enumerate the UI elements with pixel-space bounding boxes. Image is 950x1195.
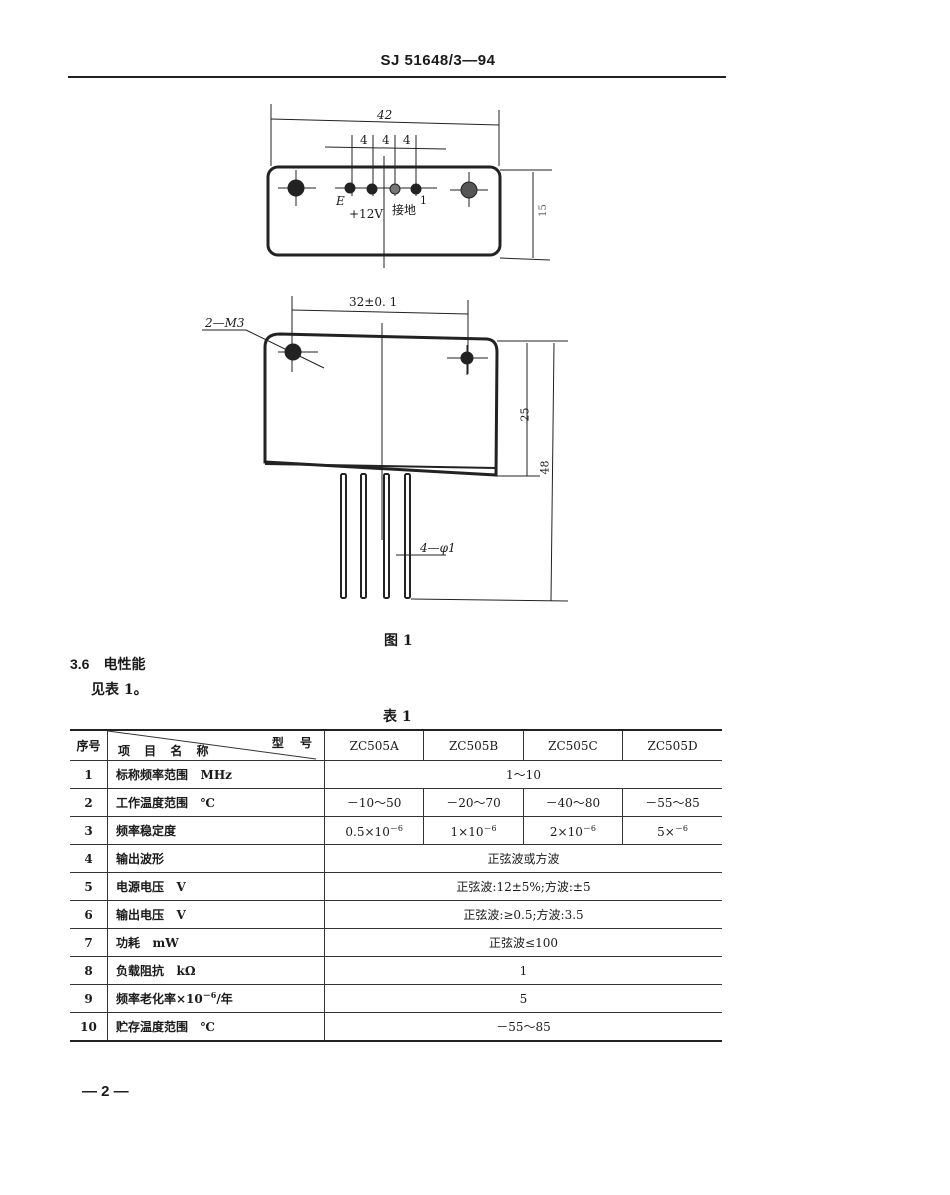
row-item: 工作温度范围 ℃	[107, 788, 325, 817]
header-rule	[68, 76, 726, 78]
figure-1-drawing	[202, 104, 569, 602]
row-no: 9	[70, 984, 108, 1013]
header-model-b: ZC505B	[423, 729, 524, 761]
pin-label-plus12v: +12V	[349, 207, 383, 221]
table-row: 1 标称频率范围 MHz 1～10	[70, 760, 722, 789]
table-row: 6 输出电压 V 正弦波:≥0.5;方波:3.5	[70, 900, 722, 929]
table-caption: 表 1	[383, 709, 412, 725]
table-header-row: 序号 型 号 项 目 名 称 ZC505A ZC505B ZC505C ZC50…	[70, 729, 722, 761]
row-value-span: 正弦波或方波	[324, 844, 722, 873]
dim-body-height-25: 25	[518, 407, 532, 422]
row-value-span: 1～10	[324, 760, 722, 789]
row-no: 3	[70, 816, 108, 845]
figure-caption: 图 1	[384, 633, 413, 649]
section-heading: 3.6 电性能	[70, 654, 145, 674]
row-value-d: 5×－6	[622, 816, 722, 845]
section-number: 3.6	[70, 656, 90, 672]
dim-pitch-3: 4	[403, 133, 411, 147]
header-item-type-diagonal: 型 号 项 目 名 称	[107, 729, 325, 761]
table-row: 9 频率老化率×10－6/年 5	[70, 984, 722, 1013]
item-prefix: 频率老化率×10	[116, 992, 203, 1006]
row-value-a: 0.5×10－6	[324, 816, 425, 845]
pin-label-ground: 接地	[392, 203, 417, 217]
row-no: 7	[70, 928, 108, 957]
row-value-span: 1	[324, 956, 722, 985]
row-value-c: 2×10－6	[523, 816, 624, 845]
value-base: 0.5×10	[345, 824, 390, 839]
row-value-a: －10～50	[324, 788, 425, 817]
pin-label-e: E	[336, 194, 345, 208]
header-model-a: ZC505A	[324, 729, 425, 761]
row-no: 1	[70, 760, 108, 789]
row-no: 5	[70, 872, 108, 901]
header-no: 序号	[70, 729, 108, 761]
row-no: 2	[70, 788, 108, 817]
spec-table: 序号 型 号 项 目 名 称 ZC505A ZC505B ZC505C ZC50…	[70, 729, 722, 1042]
row-value-b: －20～70	[423, 788, 524, 817]
table-row: 3 频率稳定度 0.5×10－6 1×10－6 2×10－6 5×－6	[70, 816, 722, 845]
hole-label-m3: 2—M3	[205, 316, 245, 330]
table-row: 4 输出波形 正弦波或方波	[70, 844, 722, 873]
dim-pitch-2: 4	[382, 133, 390, 147]
dim-total-height-48: 48	[538, 460, 552, 475]
value-exponent: －6	[483, 823, 497, 833]
value-exponent: －6	[582, 823, 596, 833]
row-item: 负载阻抗 kΩ	[107, 956, 325, 985]
dim-pin-diameter: 4—φ1	[420, 541, 456, 555]
row-value-span: 正弦波:12±5%;方波:±5	[324, 872, 722, 901]
value-exponent: －6	[389, 823, 403, 833]
dim-width-42: 42	[377, 108, 393, 122]
table-row: 7 功耗 mW 正弦波≤100	[70, 928, 722, 957]
row-value-c: －40～80	[523, 788, 624, 817]
value-base: 5×	[657, 824, 675, 839]
header-model-c: ZC505C	[523, 729, 624, 761]
standard-code-header: SJ 51648/3—94	[0, 52, 950, 69]
row-item: 频率老化率×10－6/年	[107, 984, 325, 1013]
row-value-span: 正弦波:≥0.5;方波:3.5	[324, 900, 722, 929]
row-no: 8	[70, 956, 108, 985]
row-no: 6	[70, 900, 108, 929]
row-value-b: 1×10－6	[423, 816, 524, 845]
row-item: 输出波形	[107, 844, 325, 873]
row-item: 贮存温度范围 ℃	[107, 1012, 325, 1042]
value-base: 2×10	[549, 824, 583, 839]
value-base: 1×10	[450, 824, 484, 839]
header-type: 型 号	[271, 736, 318, 750]
section-title: 电性能	[103, 657, 146, 673]
row-item: 电源电压 V	[107, 872, 325, 901]
row-item: 标称频率范围 MHz	[107, 760, 325, 789]
item-exponent: －6	[202, 990, 217, 1000]
row-item: 输出电压 V	[107, 900, 325, 929]
item-suffix: /年	[216, 992, 233, 1006]
diagonal-line	[107, 731, 317, 760]
header-model-d: ZC505D	[622, 729, 722, 761]
value-exponent: －6	[674, 823, 688, 833]
row-no: 4	[70, 844, 108, 873]
dim-hole-spacing: 32±0. 1	[349, 295, 398, 309]
row-value-d: －55～85	[622, 788, 722, 817]
dim-pitch-1: 4	[360, 133, 368, 147]
row-item: 频率稳定度	[107, 816, 325, 845]
table-row: 2 工作温度范围 ℃ －10～50 －20～70 －40～80 －55～85	[70, 788, 722, 817]
table-row: 10 贮存温度范围 ℃ －55～85	[70, 1012, 722, 1042]
section-paragraph: 见表 1。	[91, 682, 148, 698]
row-item: 功耗 mW	[107, 928, 325, 957]
row-value-span: 5	[324, 984, 722, 1013]
row-no: 10	[70, 1012, 108, 1042]
header-item: 项 目 名 称	[118, 744, 214, 758]
pin-label-out: 1	[420, 194, 427, 207]
table-row: 5 电源电压 V 正弦波:12±5%;方波:±5	[70, 872, 722, 901]
row-value-span: 正弦波≤100	[324, 928, 722, 957]
standard-code: SJ 51648/3—94	[380, 52, 496, 69]
row-value-span: －55～85	[324, 1012, 722, 1042]
dim-height-15: 15	[537, 204, 549, 217]
page-number: — 2 —	[82, 1083, 129, 1100]
table-row: 8 负载阻抗 kΩ 1	[70, 956, 722, 985]
